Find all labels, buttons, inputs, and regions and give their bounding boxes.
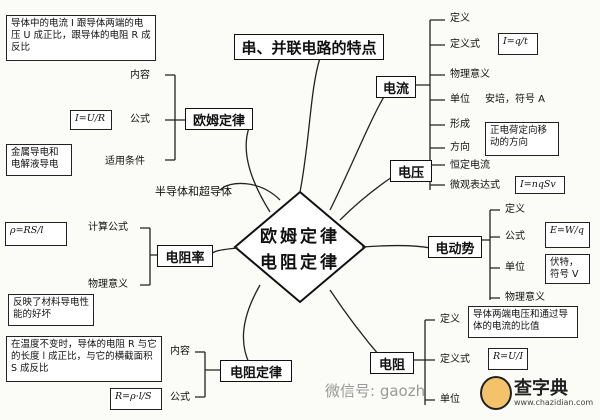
resistance-sub-lines <box>410 319 435 405</box>
branch-ohm <box>245 124 271 213</box>
branch-law <box>242 284 261 366</box>
resistivity-physical-meaning: 物理意义 <box>88 279 128 290</box>
branch-resistivity <box>209 247 239 259</box>
emf-unit-label: 单位 <box>505 262 525 273</box>
ohm-formula: I=U/R <box>70 110 112 130</box>
resistance-unit-label: 单位 <box>440 394 460 405</box>
ohm-formula-label: 公式 <box>130 114 150 125</box>
voltage-label: 电压 <box>390 160 432 182</box>
branch-voltage <box>339 174 396 221</box>
center-diamond <box>233 190 367 304</box>
resistance-law-content-text: 在温度不变时，导体的电阻 R 与它的长度 l 成正比，与它的横截面积 S 成反比 <box>6 336 162 382</box>
logo-mascot-icon <box>480 376 512 410</box>
resistance-law-label: 电阻定律 <box>220 360 292 382</box>
resistance-def-text: 导体两端电压和通过导体的电流的比值 <box>468 306 578 338</box>
resistivity-formula: ρ=RS/l <box>5 222 67 246</box>
resistance-law-content-label: 内容 <box>170 346 190 357</box>
current-micro-label: 微观表达式 <box>450 180 500 191</box>
branch-current <box>329 94 386 211</box>
emf-definition: 定义 <box>505 204 525 215</box>
center-line-2: 电阻定律 <box>260 253 340 273</box>
resistance-def-formula-label: 定义式 <box>440 354 470 365</box>
chazidian-logo: 查字典 www.chazidian.com <box>480 372 598 418</box>
current-def-formula-label: 定义式 <box>450 39 480 50</box>
current-sub-lines <box>410 19 445 190</box>
current-unit-label: 单位 <box>450 94 470 105</box>
current-physical-meaning: 物理意义 <box>450 69 490 80</box>
ohm-content-text: 导体中的电流 I 跟导体两端的电压 U 成正比，跟导体的电阻 R 成反比 <box>6 15 156 61</box>
emf-unit-text: 伏特，符号 V <box>545 254 590 284</box>
resistivity-meaning-text: 反映了材料导电性能的好坏 <box>8 294 94 326</box>
current-label: 电流 <box>376 76 416 98</box>
current-constant: 恒定电流 <box>450 160 490 171</box>
ohm-condition-text: 金属导电和电解液导电 <box>6 144 72 176</box>
logo-name: 查字典 <box>514 378 568 399</box>
ohm-sub-lines <box>165 74 190 161</box>
emf-formula-label: 公式 <box>505 231 525 242</box>
law-sub-lines <box>195 351 220 398</box>
current-direction-text: 正电荷定向移动的方向 <box>485 122 559 156</box>
resistance-def-formula: R=U/I <box>488 348 528 370</box>
ohm-condition-label: 适用条件 <box>105 156 145 167</box>
current-direction: 方向 <box>450 142 470 153</box>
series-parallel-title: 串、并联电路的特点 <box>234 34 384 60</box>
resistivity-label: 电阻率 <box>157 245 213 267</box>
watermark: 微信号: gaozh <box>325 382 426 400</box>
center-line-1: 欧姆定律 <box>260 227 340 247</box>
current-micro-formula: I=nqSv <box>515 176 565 194</box>
branch-top <box>299 57 321 193</box>
emf-physical-meaning: 物理意义 <box>505 292 545 303</box>
resistivity-sub-lines <box>140 227 160 286</box>
ohm-law-label: 欧姆定律 <box>185 108 253 130</box>
resistivity-calc-label: 计算公式 <box>88 222 128 233</box>
emf-label: 电动势 <box>428 236 482 258</box>
current-definition: 定义 <box>450 13 470 24</box>
logo-url: www.chazidian.com <box>514 398 594 407</box>
current-def-formula: I=q/t <box>498 33 538 55</box>
branch-semi <box>219 182 281 201</box>
resistance-law-formula-label: 公式 <box>170 392 190 403</box>
current-unit-text: 安培，符号 A <box>485 94 546 105</box>
ohm-content-label: 内容 <box>130 70 150 81</box>
emf-formula: E=W/q <box>545 222 590 248</box>
semiconductor-label: 半导体和超导体 <box>155 185 232 198</box>
branch-emf <box>361 244 431 249</box>
current-formation: 形成 <box>450 119 470 130</box>
resistance-definition: 定义 <box>440 314 460 325</box>
resistance-law-formula: R=ρ·l/S <box>110 388 162 410</box>
emf-sub-lines <box>480 209 500 300</box>
resistance-label: 电阻 <box>370 352 414 374</box>
